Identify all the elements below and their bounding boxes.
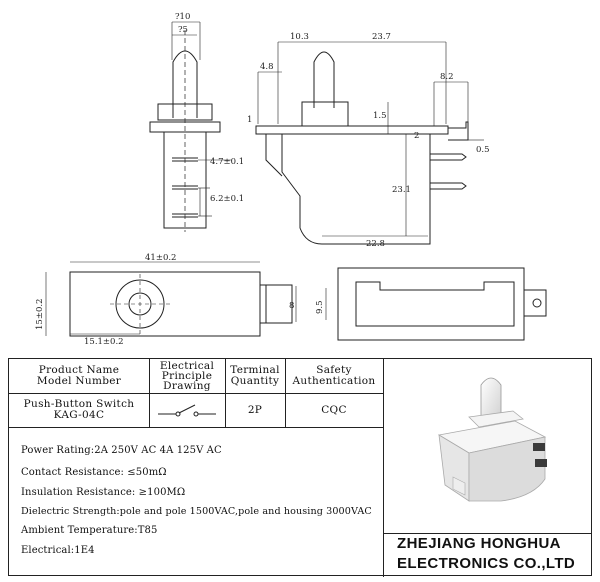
header-principle-line-1: Electrical bbox=[159, 360, 215, 372]
header-terminal-line-1: Terminal bbox=[230, 364, 280, 376]
dim-side-1-5: 1.5 bbox=[373, 111, 387, 121]
header-product: Product Name Model Number bbox=[9, 359, 149, 393]
dim-pin-pitch-2: 6.2±0.1 bbox=[210, 194, 244, 204]
header-terminal-line-2: Quantity bbox=[230, 375, 280, 387]
top-view bbox=[325, 267, 547, 341]
header-safety: Safety Authentication bbox=[285, 359, 383, 393]
row-principle-drawing bbox=[149, 393, 225, 427]
technical-drawing: ?10 ?5 4.7±0.1 6.2±0.1 10.3 23.7 4.8 8.2… bbox=[35, 12, 547, 347]
front-view bbox=[149, 21, 232, 232]
product-photo bbox=[437, 377, 547, 502]
row-product: Push-Button Switch KAG-04C bbox=[9, 393, 149, 427]
header-safety-line-1: Safety bbox=[316, 364, 352, 376]
dim-top-inner: ?5 bbox=[178, 25, 188, 35]
dim-side-8-2: 8.2 bbox=[440, 72, 454, 82]
dim-side-10-3: 10.3 bbox=[290, 32, 309, 42]
dim-right-9-5: 9.5 bbox=[315, 300, 325, 314]
dim-pin-pitch-1: 4.7±0.1 bbox=[210, 157, 244, 167]
dim-side-1: 1 bbox=[247, 115, 252, 125]
dim-bottom-width: 41±0.2 bbox=[145, 253, 176, 263]
header-terminal: Terminal Quantity bbox=[225, 359, 285, 393]
dim-bottom-8: 8 bbox=[289, 301, 294, 311]
dim-side-2: 2 bbox=[414, 131, 419, 141]
dim-side-22-8: 22.8 bbox=[366, 239, 385, 249]
dim-side-0-5: 0.5 bbox=[476, 145, 490, 155]
spec-contact-resistance: Contact Resistance: ≤50mΩ bbox=[21, 467, 167, 478]
spec-dielectric-strength: Dielectric Strength:pole and pole 1500VA… bbox=[21, 506, 372, 517]
switch-symbol-icon bbox=[158, 404, 216, 417]
dim-side-4-8: 4.8 bbox=[260, 62, 274, 72]
side-view bbox=[255, 41, 484, 245]
header-principle-line-2: Principle bbox=[161, 370, 213, 382]
row-terminal: 2P bbox=[247, 403, 263, 416]
dim-side-23-1: 23.1 bbox=[392, 185, 411, 195]
header-product-name: Product Name bbox=[38, 364, 120, 376]
row-safety: CQC bbox=[321, 403, 347, 416]
dim-bottom-offset: 15.1±0.2 bbox=[84, 337, 124, 347]
bottom-view bbox=[45, 261, 297, 337]
company-name-line-1: ZHEJIANG HONGHUA bbox=[397, 535, 561, 552]
spec-ambient-temperature: Ambient Temperature:T85 bbox=[21, 525, 158, 536]
header-safety-line-2: Authentication bbox=[292, 375, 376, 387]
spec-table: Product Name Model Number Electrical Pri… bbox=[8, 358, 592, 577]
dim-bottom-height: 15±0.2 bbox=[35, 299, 45, 330]
dim-side-23-7: 23.7 bbox=[372, 32, 391, 42]
dim-top-outer: ?10 bbox=[175, 12, 190, 22]
product-name: Push-Button Switch bbox=[23, 398, 135, 410]
header-model-number: Model Number bbox=[36, 375, 122, 387]
header-principle: Electrical Principle Drawing bbox=[149, 359, 225, 393]
spec-insulation-resistance: Insulation Resistance: ≥100MΩ bbox=[21, 487, 186, 498]
model-number: KAG-04C bbox=[53, 409, 105, 421]
company-name-line-2: ELECTRONICS CO.,LTD bbox=[397, 555, 576, 572]
spec-electrical-life: Electrical:1E4 bbox=[21, 545, 95, 556]
spec-power-rating: Power Rating:2A 250V AC 4A 125V AC bbox=[21, 445, 222, 456]
header-principle-line-3: Drawing bbox=[163, 380, 211, 392]
